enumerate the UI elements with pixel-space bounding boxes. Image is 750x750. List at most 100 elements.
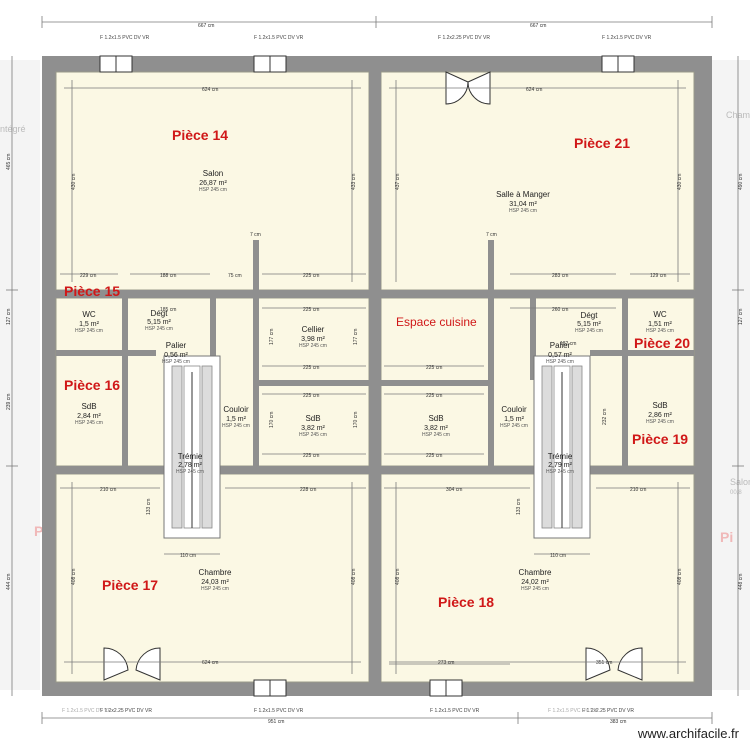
piece-17-label: Pièce 17 [102,577,158,593]
window-bottom-3: F 1.2x1.5 PVC DV VR [430,708,480,714]
window-top-1: F 1.2x1.5 PVC DV VR [100,35,150,41]
room-area: 31,04 m² [509,201,537,208]
dim-110-right: 110 cm [550,553,566,559]
window-bottom-4: F 1.2x2.25 PVC DV VR [582,708,634,714]
dim-185: 185 cm [160,307,176,313]
room-hsp: HSP 245 cm [546,359,574,365]
dim-sdb-mid-right: 225 cm [426,393,442,399]
piece-14-label: Pièce 14 [172,127,228,143]
room-hsp: HSP 245 cm [646,419,674,425]
ghost-unit-left [0,60,40,690]
room-area: 3,98 m² [301,336,325,343]
room-hsp: HSP 245 cm [299,343,327,349]
room-label-sdb-far-left: SdB 2,84 m² HSP 245 cm [75,402,103,426]
room-name: Dégt [581,311,599,320]
room-label-tremie-right: Trémie 2,79 m² HSP 245 cm [546,452,574,475]
room-salle-a-manger [380,71,695,291]
dim-177-left: 177 cm [269,329,275,345]
piece-15-label: Pièce 15 [64,283,120,299]
dim-ch18-h2: 408 cm [677,569,683,585]
room-area: 1,5 m² [504,416,525,423]
room-area: 0,56 m² [164,352,188,359]
dim-210-right: 210 cm [630,487,646,493]
room-name: WC [653,310,667,319]
room-hsp: HSP 245 cm [222,423,250,429]
room-label-degt-left: Dégt 5,15 m² HSP 245 cm [145,309,173,332]
room-name: Couloir [501,405,527,414]
room-hsp: HSP 245 cm [176,469,204,475]
dim-210-left: 210 cm [100,487,116,493]
room-area: 1,5 m² [226,416,247,423]
room-hsp: HSP 245 cm [500,423,528,429]
dim-salle-width: 624 cm [526,87,542,93]
dim-salon-width: 624 cm [202,87,218,93]
dim-127-right: 127 cm [738,309,744,325]
piece-21-label: Pièce 21 [574,135,630,151]
dim-229: 229 cm [80,273,96,279]
dim-177-right: 177 cm [353,329,359,345]
room-name: Chambre [519,568,552,577]
room-hsp: HSP 245 cm [199,187,227,193]
ghost-unit-right [712,60,750,690]
dim-sdb-top-right: 225 cm [426,365,442,371]
dim-right-bottom: 448 cm [738,574,744,590]
room-label-chambre-left: Chambre 24,03 m² HSP 245 cm [199,568,232,592]
window-ghost-right: F 1.2x1.5 PVC DV VR [548,708,598,714]
room-area: 24,02 m² [521,579,549,586]
dim-182: 182 cm [560,341,576,347]
room-name: SdB [81,402,96,411]
dim-188: 188 cm [160,273,176,279]
dim-283: 283 cm [552,273,568,279]
dim-chambre-width: 624 cm [202,660,218,666]
room-hsp: HSP 245 cm [646,328,674,334]
piece-16-label: Pièce 16 [64,377,120,393]
dim-7-left: 7 cm [250,232,261,238]
dim-bottom-right: 383 cm [610,719,626,725]
dim-right-top: 490 cm [738,174,744,190]
ghost-left-label: ntégré [0,124,26,134]
dim-351: 351 cm [596,660,612,666]
window-top-4: F 1.2x1.5 PVC DV VR [602,35,652,41]
room-name: Salon [203,169,223,178]
room-name: Palier [550,341,571,350]
room-hsp: HSP 245 cm [201,586,229,592]
ghost-right-salon: Salon [730,477,750,487]
room-hsp: HSP 245 cm [75,420,103,426]
room-label-salle: Salle à Manger 31,04 m² HSP 245 cm [496,190,550,214]
room-label-wc-right: WC 1,51 m² HSP 245 cm [646,310,674,334]
window-top-3: F 1.2x2.25 PVC DV VR [438,35,490,41]
dim-cellier-bottom: 225 cm [303,365,319,371]
windows [99,55,635,697]
room-name: SdB [428,414,443,423]
room-name: SdB [305,414,320,423]
room-area: 3,82 m² [301,425,325,432]
dim-228: 228 cm [300,487,316,493]
room-label-couloir-right: Couloir 1,5 m² HSP 245 cm [500,405,528,429]
room-label-tremie-left: Trémie 2,78 m² HSP 245 cm [176,452,204,475]
ghost-left-piece: P [34,523,43,539]
ghost-right-piece: Pi [720,529,733,545]
room-hsp: HSP 245 cm [521,586,549,592]
room-name: Chambre [199,568,232,577]
dim-left-bottom: 444 cm [6,574,12,590]
room-hsp: HSP 245 cm [299,432,327,438]
room-area: 2,79 m² [548,462,572,469]
dim-110-left: 110 cm [180,553,196,559]
room-label-palier-left: Palier 0,56 m² HSP 245 cm [162,341,190,365]
dim-127-left: 127 cm [6,309,12,325]
room-hsp: HSP 245 cm [546,469,574,475]
dim-ch17-h2: 408 cm [351,569,357,585]
room-area: 1,51 m² [648,321,672,328]
room-area: 2,84 m² [77,413,101,420]
room-area: 2,78 m² [178,462,202,469]
room-hsp: HSP 245 cm [145,326,173,332]
dim-7-right: 7 cm [486,232,497,238]
room-name: SdB [652,401,667,410]
room-label-couloir-left: Couloir 1,5 m² HSP 245 cm [222,405,250,429]
dim-left-top: 465 cm [6,154,12,170]
window-ghost-left: F 1.2x1.5 PVC DV VR [62,708,112,714]
room-label-chambre-right: Chambre 24,02 m² HSP 245 cm [519,568,552,592]
dim-sdb-top-left: 225 cm [303,393,319,399]
dim-sdb-bottom-left: 225 cm [303,453,319,459]
